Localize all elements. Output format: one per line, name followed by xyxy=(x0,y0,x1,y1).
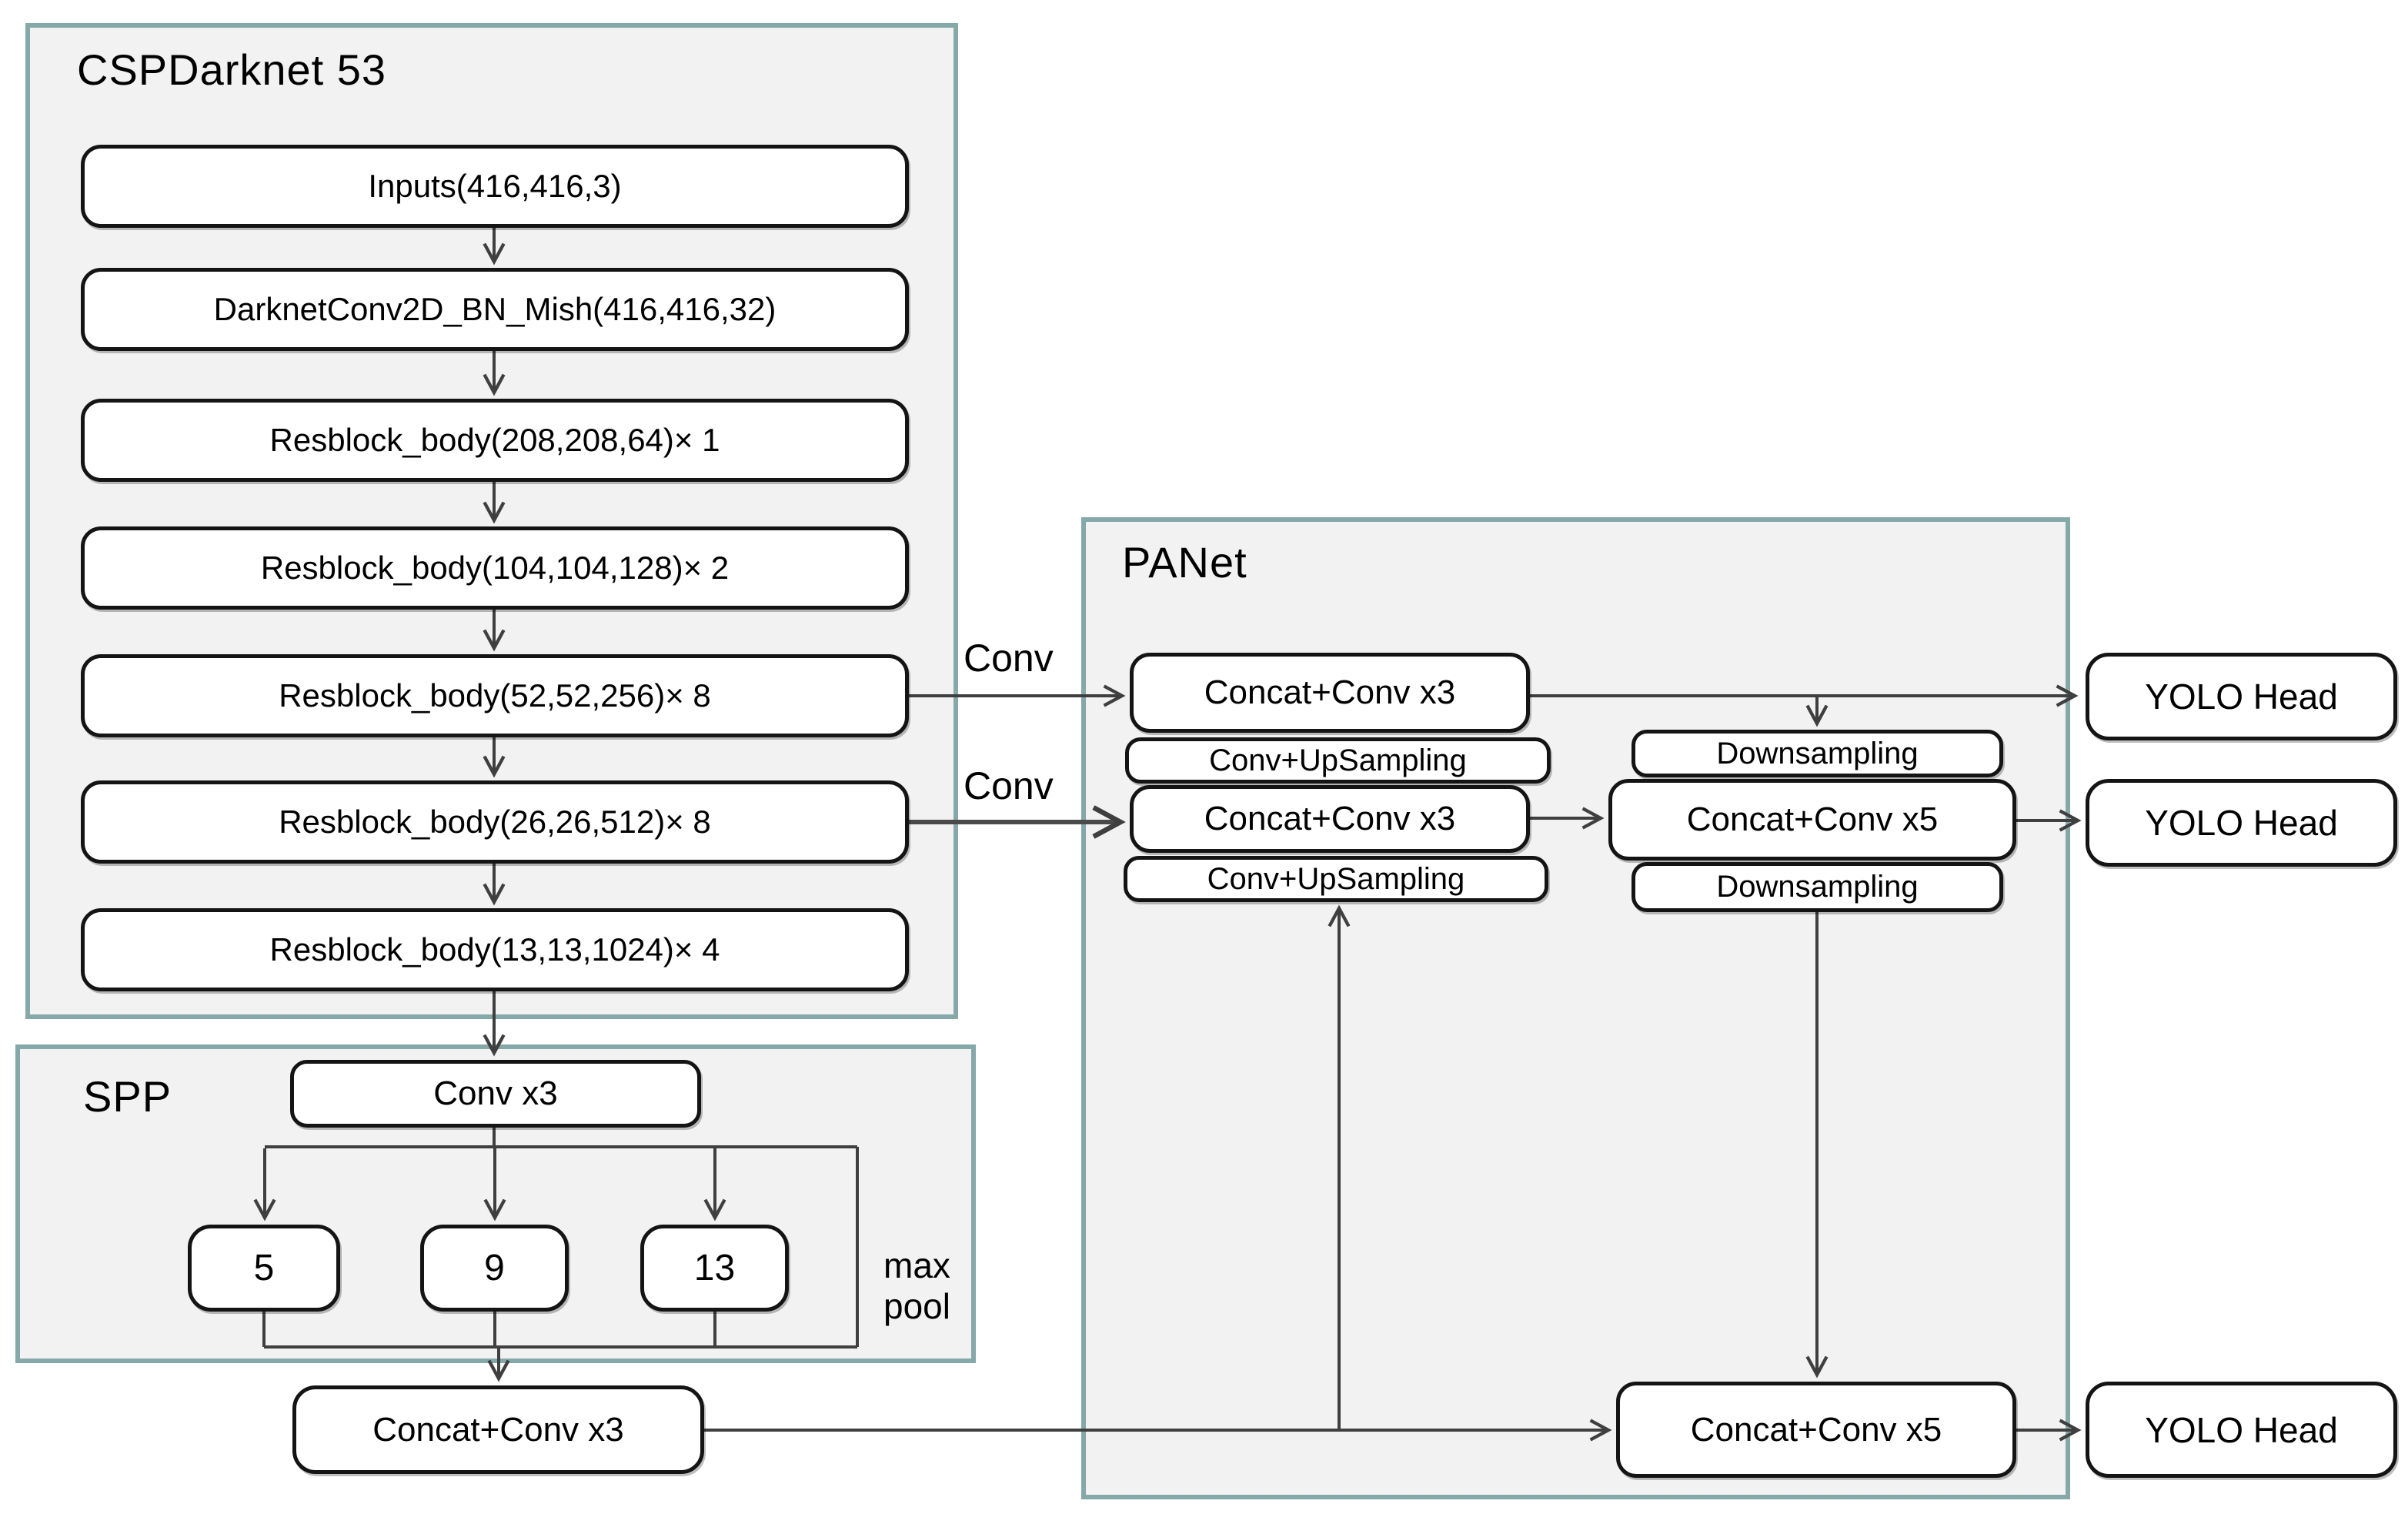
conv-edge-label-top: Conv xyxy=(964,637,1054,680)
panet-conv-upsampling-2-box: Conv+UpSampling xyxy=(1124,856,1548,902)
spp-title: SPP xyxy=(83,1072,172,1121)
panet-concat-conv-x3-top-box: Concat+Conv x3 xyxy=(1130,653,1530,733)
conv-edge-label-mid: Conv xyxy=(964,764,1054,807)
panet-concat-conv-x5-bottom-box: Concat+Conv x5 xyxy=(1616,1382,2016,1478)
panet-concat-conv-x5-mid-box: Concat+Conv x5 xyxy=(1608,779,2016,861)
panet-conv-upsampling-1-box: Conv+UpSampling xyxy=(1125,737,1551,784)
resblock-52-box: Resblock_body(52,52,256)× 8 xyxy=(81,654,909,737)
resblock-13-box: Resblock_body(13,13,1024)× 4 xyxy=(81,908,909,991)
panet-concat-conv-x3-mid-box: Concat+Conv x3 xyxy=(1130,785,1530,853)
inputs-box: Inputs(416,416,3) xyxy=(81,145,909,228)
maxpool-9-box: 9 xyxy=(420,1225,569,1312)
yolo-head-3-box: YOLO Head xyxy=(2086,1382,2397,1478)
resblock-104-box: Resblock_body(104,104,128)× 2 xyxy=(81,526,909,610)
spp-concat-conv-x3-box: Concat+Conv x3 xyxy=(292,1385,704,1474)
maxpool-label: max pool xyxy=(883,1245,950,1326)
maxpool-5-box: 5 xyxy=(188,1225,340,1312)
maxpool-13-box: 13 xyxy=(640,1225,789,1312)
yolo-head-1-box: YOLO Head xyxy=(2086,653,2397,740)
panet-title: PANet xyxy=(1122,538,1247,587)
resblock-26-box: Resblock_body(26,26,512)× 8 xyxy=(81,780,909,864)
resblock-208-box: Resblock_body(208,208,64)× 1 xyxy=(81,399,909,482)
panet-downsampling-2-box: Downsampling xyxy=(1631,862,2003,912)
darknetconv2d-bn-mish-box: DarknetConv2D_BN_Mish(416,416,32) xyxy=(81,268,909,351)
cspdarknet-title: CSPDarknet 53 xyxy=(77,45,387,94)
panet-downsampling-1-box: Downsampling xyxy=(1631,730,2003,777)
yolo-head-2-box: YOLO Head xyxy=(2086,779,2397,867)
spp-conv-x3-box: Conv x3 xyxy=(290,1060,701,1128)
